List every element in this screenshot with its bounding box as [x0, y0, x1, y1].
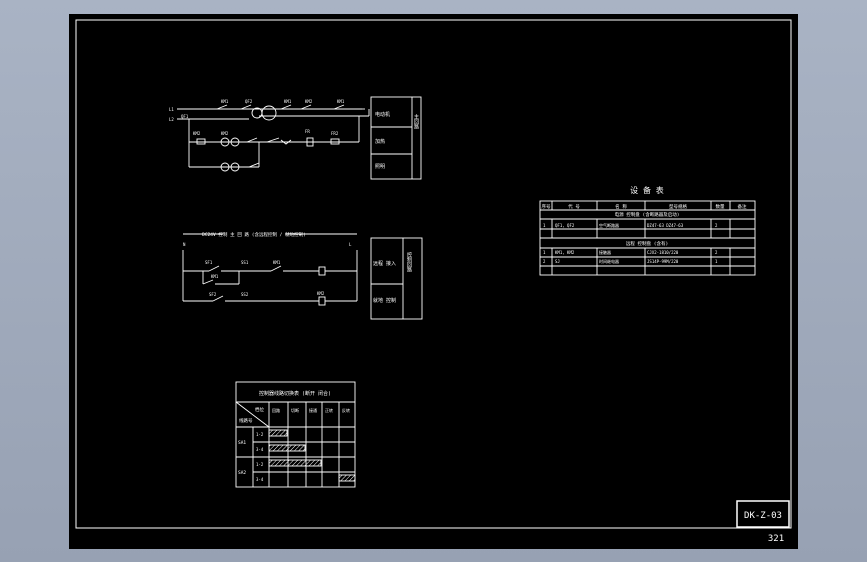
seq-row-label: 1-2 — [256, 462, 264, 467]
equipment-header: 数量 — [716, 203, 725, 210]
circuit2-tag: L — [349, 242, 352, 247]
main-circuit: L1 L2 QF1 KM1 QF2 KM1 KM2 KM1 KM2 KM2 FR… — [169, 96, 422, 180]
seq-header: 档位 — [255, 406, 264, 413]
circuit1-label: KM2 — [221, 131, 229, 136]
equipment-cell: 1 — [543, 250, 546, 255]
legend-item: 电动机 — [375, 111, 390, 118]
circuit2-label: KM2 — [317, 291, 325, 296]
drawing-border — [75, 19, 792, 529]
state-bar — [268, 459, 322, 467]
equipment-header: 代 号 — [568, 203, 580, 210]
legend-item: 照明 — [375, 164, 385, 170]
circuit2-label: SS1 — [241, 260, 249, 265]
seq-row-label: 3-4 — [256, 447, 264, 452]
circuit1-label: FR — [305, 129, 310, 134]
circuit1-label: KM2 — [193, 131, 201, 136]
seq-row-label: 3-4 — [256, 477, 264, 482]
seq-row-header: SA2 — [238, 470, 246, 476]
circuit2-label: KM1 — [273, 260, 281, 265]
equipment-cell: CJX2-1810/220 — [647, 250, 679, 255]
seq-row-header: SA1 — [238, 440, 246, 446]
circuit1-label: KM1 — [337, 99, 345, 104]
circuit2-header: DC24V 控制 主 回 路 (含远程控制 / 就地控制) — [202, 231, 306, 238]
equipment-cell: 1 — [543, 223, 546, 228]
equipment-table-title: 设 备 表 — [630, 185, 664, 195]
circuit2-label: KM1 — [211, 274, 219, 279]
seq-table-title: 控制器线路切换表 (断开 闭合) — [259, 390, 331, 397]
seq-row-label: 1-2 — [256, 432, 264, 437]
equipment-cell: 2 — [543, 259, 546, 264]
equipment-header: 名 称 — [615, 203, 627, 210]
equipment-cell: 2 — [715, 250, 718, 255]
seq-header: 回路 — [272, 407, 280, 413]
equipment-cell: 时间继电器 — [599, 258, 619, 264]
equipment-section: 电源 控制盘 (含断路器及启动) — [615, 211, 680, 218]
seq-header: 切断 — [291, 407, 299, 413]
equipment-cell: 2 — [715, 223, 718, 228]
title-block: DK-Z-03 — [736, 500, 790, 528]
state-bar — [268, 444, 306, 452]
circuit1-label: FR2 — [331, 131, 339, 136]
circuit2-tag: N — [183, 242, 186, 247]
drawing-code: DK-Z-03 — [744, 511, 782, 521]
legend-item: 远程 接入 — [373, 260, 396, 267]
equipment-cell: KM1, KM2 — [555, 250, 575, 255]
motor-symbol — [261, 105, 277, 121]
seq-header: 接通 — [309, 407, 317, 413]
switch-sequence-table: 控制器线路切换表 (断开 闭合) 档位 线路号 回路 切断 接通 正转 反转 S… — [235, 381, 356, 488]
equipment-header: 备注 — [738, 203, 747, 210]
equipment-cell: 空气断路器 — [599, 222, 619, 228]
state-bar — [338, 474, 356, 482]
circuit1-label: L2 — [169, 117, 174, 122]
control-circuit: DC24V 控制 主 回 路 (含远程控制 / 就地控制) N L SF1 SS… — [182, 231, 423, 320]
seq-header: 线路号 — [239, 417, 253, 424]
drawing-sheet: DK-Z-03 321 — [69, 14, 798, 549]
page-number: 321 — [768, 534, 784, 544]
equipment-cell: 接触器 — [599, 249, 611, 255]
circuit1-label: L1 — [169, 107, 174, 112]
circuit2-label: SF2 — [209, 292, 217, 297]
circuit2-label: SF1 — [205, 260, 213, 265]
circuit2-label: SS2 — [241, 292, 249, 297]
cad-drawing: DK-Z-03 321 — [75, 19, 792, 544]
equipment-section: 远程 控制盘 (含有) — [626, 240, 668, 247]
seq-header: 反转 — [342, 407, 350, 413]
circuit1-label: KM1 — [284, 99, 292, 104]
equipment-header: 序号 — [542, 203, 551, 210]
legend-item: 就地 控制 — [373, 297, 396, 304]
equipment-table: 设 备 表 序号 代 号 名 称 型号规格 数量 备注 电源 控制盘 (含断路器… — [539, 185, 756, 276]
circuit1-label: KM1 — [221, 99, 229, 104]
equipment-cell: DZ47-63 DZ47-63 — [647, 223, 684, 228]
legend-side: 主回路 — [413, 113, 419, 130]
equipment-cell: JS14P-99M/220 — [647, 259, 679, 264]
equipment-cell: SJ — [555, 259, 560, 264]
circuit1-label: QF1 — [181, 114, 189, 119]
equipment-header: 型号规格 — [669, 203, 687, 210]
state-bar — [268, 429, 288, 437]
legend-side: 控制回路 — [406, 251, 412, 273]
legend-item: 加热 — [375, 138, 385, 145]
equipment-cell: QF1, QF2 — [555, 223, 575, 228]
circuit1-label: QF2 — [245, 99, 253, 104]
circuit1-label: KM2 — [305, 99, 313, 104]
seq-header: 正转 — [325, 407, 333, 413]
equipment-cell: 1 — [715, 259, 718, 264]
